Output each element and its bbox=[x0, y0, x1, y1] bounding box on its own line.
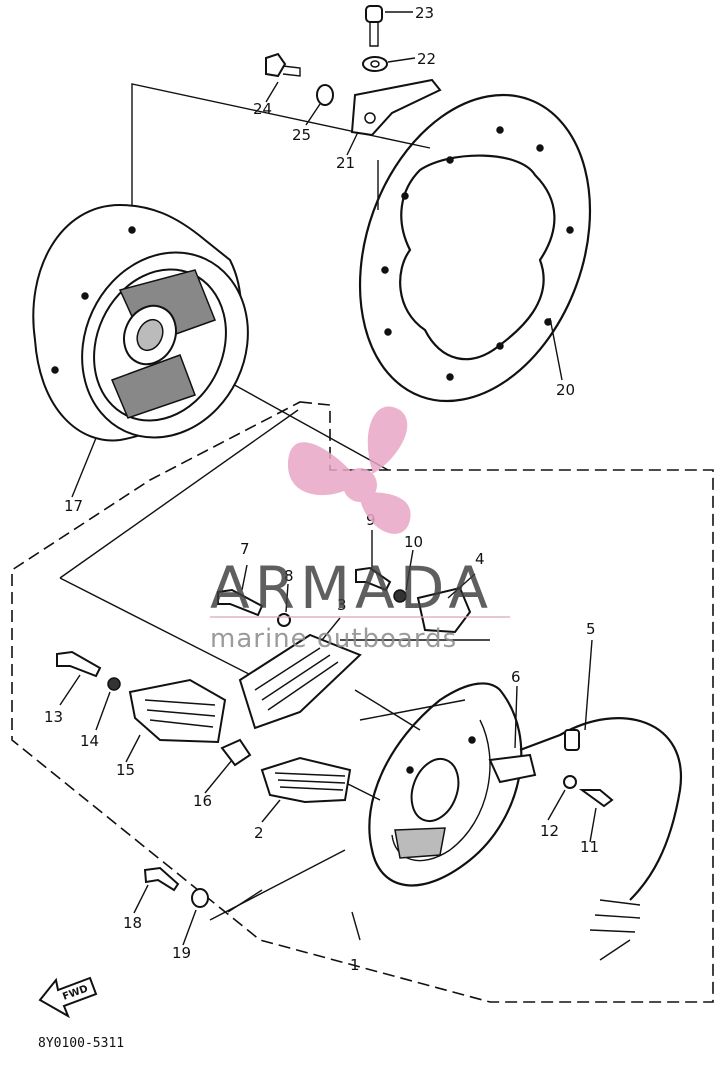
screw-9-part bbox=[355, 566, 392, 592]
part-label-7: 7 bbox=[240, 540, 250, 558]
part-label-14: 14 bbox=[80, 732, 99, 750]
screw-7-part bbox=[217, 588, 264, 617]
fwd-arrow-icon: FWD bbox=[38, 976, 98, 1019]
part-label-18: 18 bbox=[123, 914, 142, 932]
base-plate-part bbox=[368, 682, 523, 887]
bolt-23-part bbox=[365, 5, 383, 47]
flywheel-part bbox=[32, 203, 249, 442]
spacer-16-part bbox=[220, 738, 252, 767]
watermark-brand: ARMADA bbox=[210, 554, 493, 622]
part-label-19: 19 bbox=[172, 944, 191, 962]
screw-18-part bbox=[143, 866, 180, 892]
washer-14-part bbox=[107, 677, 121, 691]
part-label-12: 12 bbox=[540, 822, 559, 840]
part-label-4: 4 bbox=[475, 550, 485, 568]
coil-3-part bbox=[238, 633, 362, 730]
bracket-part bbox=[350, 78, 442, 137]
part-label-13: 13 bbox=[44, 708, 63, 726]
part-label-5: 5 bbox=[586, 620, 596, 638]
coil-15-part bbox=[128, 678, 227, 744]
watermark-propeller-icon bbox=[287, 406, 411, 534]
washer-12-part bbox=[563, 775, 577, 789]
part-label-16: 16 bbox=[193, 792, 212, 810]
washer-22-part bbox=[362, 56, 388, 72]
watermark-subtitle: marine outboards bbox=[210, 624, 457, 654]
part-label-21: 21 bbox=[336, 154, 355, 172]
part-label-15: 15 bbox=[116, 761, 135, 779]
label-leaders bbox=[59, 11, 597, 946]
clamp-6-part bbox=[488, 753, 537, 784]
screw-13-part bbox=[56, 650, 102, 678]
bolt-24-part bbox=[265, 52, 301, 78]
ring-plate-part bbox=[358, 93, 592, 403]
part-label-8: 8 bbox=[284, 567, 294, 585]
diagram-code: 8Y0100-5311 bbox=[38, 1036, 124, 1051]
washer-19-part bbox=[191, 888, 209, 908]
coil-2-part bbox=[260, 756, 352, 804]
part-label-23: 23 bbox=[415, 4, 434, 22]
part-label-11: 11 bbox=[580, 838, 599, 856]
part-label-17: 17 bbox=[64, 497, 83, 515]
part-label-2: 2 bbox=[254, 824, 264, 842]
part-label-24: 24 bbox=[253, 100, 272, 118]
wire-harness-part bbox=[519, 717, 683, 961]
part-label-6: 6 bbox=[511, 668, 521, 686]
washer-10-part bbox=[393, 589, 407, 603]
part-label-20: 20 bbox=[556, 381, 575, 399]
screw-11-part bbox=[578, 789, 614, 808]
part-label-3: 3 bbox=[337, 596, 347, 614]
assembly-outline-dashed bbox=[11, 401, 714, 1003]
pulser-4-part bbox=[416, 586, 472, 634]
part-label-1: 1 bbox=[350, 956, 360, 974]
washer-25-part bbox=[316, 84, 334, 106]
part-label-22: 22 bbox=[417, 50, 436, 68]
part-label-10: 10 bbox=[404, 533, 423, 551]
part-label-25: 25 bbox=[292, 126, 311, 144]
